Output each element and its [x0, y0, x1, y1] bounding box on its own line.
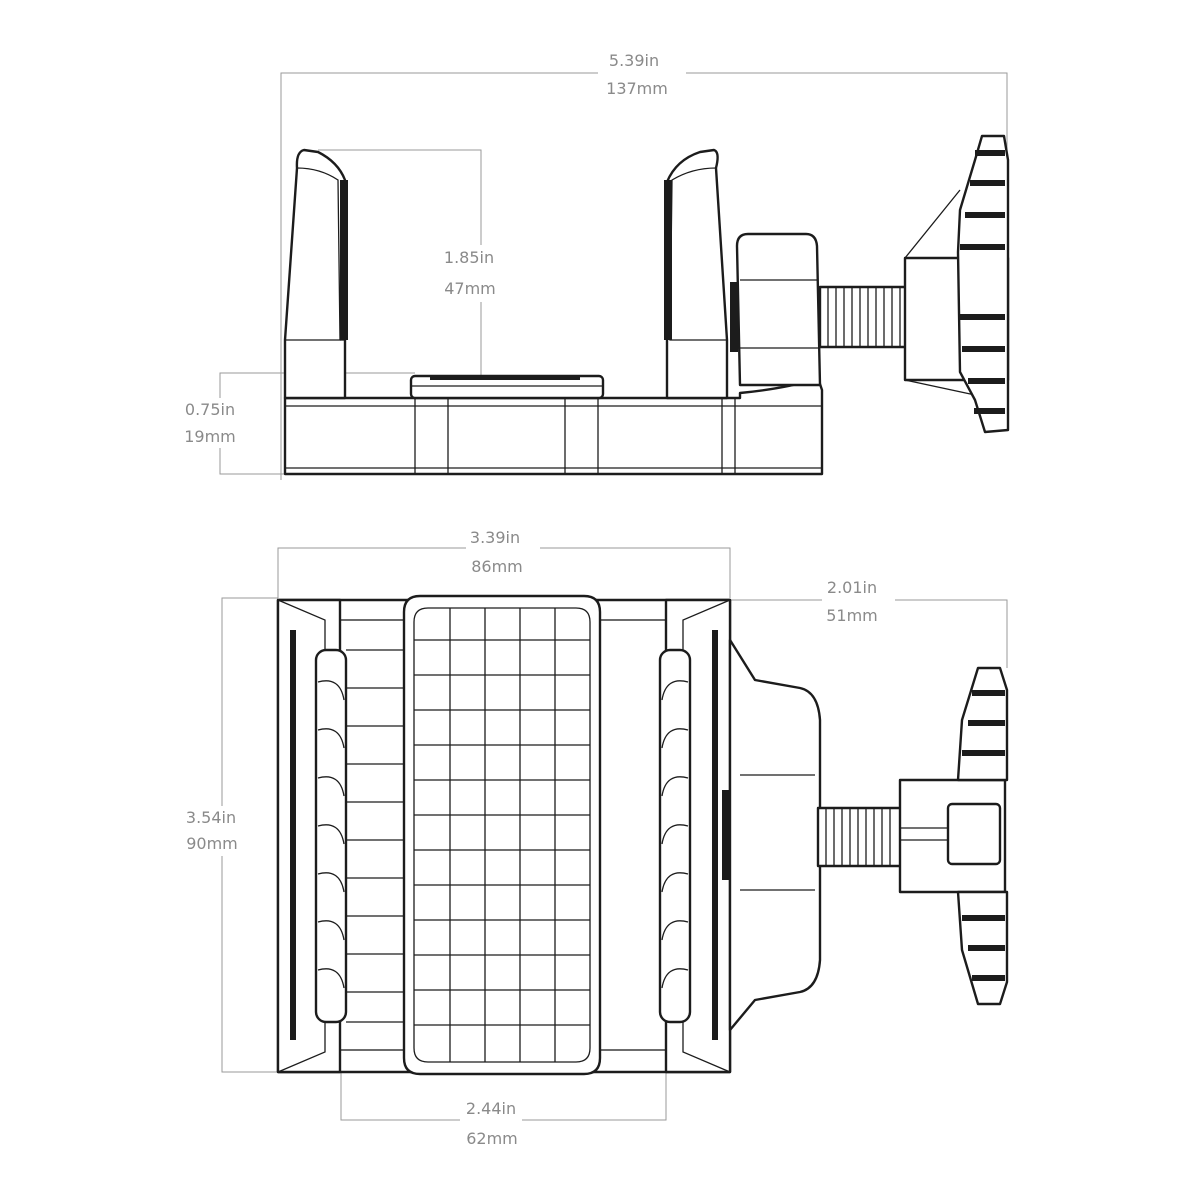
top-grid-pad	[402, 594, 602, 1076]
jaw-opening-in-label: 1.85in	[444, 248, 494, 267]
side-left-jaw	[283, 148, 347, 400]
clamp-depth-in-label: 2.01in	[827, 578, 877, 597]
overall-width-in-label: 5.39in	[609, 51, 659, 70]
overall-width-mm-label: 137mm	[606, 79, 668, 98]
cradle-width-in-label: 3.39in	[470, 528, 520, 547]
grip-width-mm-label: 62mm	[466, 1129, 518, 1148]
top-right-finger-pads	[658, 648, 692, 1024]
dimension-lines	[219, 72, 1008, 1121]
top-left-slats	[346, 649, 405, 1023]
cradle-width-mm-label: 86mm	[471, 557, 523, 576]
top-threaded-rod	[816, 806, 904, 868]
jaw-opening-mm-label: 47mm	[444, 279, 496, 298]
top-clamp-housing	[728, 638, 822, 1032]
side-view	[283, 134, 1010, 476]
side-right-jaw	[665, 148, 729, 400]
side-clamp-housing	[735, 232, 822, 387]
dimension-labels: 5.39in 137mm 1.85in 47mm 0.75in 19mm 3.3…	[184, 51, 878, 1148]
top-view	[276, 594, 1009, 1076]
clamp-depth-mm-label: 51mm	[826, 606, 878, 625]
cradle-depth-in-label: 3.54in	[186, 808, 236, 827]
side-threaded-rod	[818, 285, 908, 349]
base-height-in-label: 0.75in	[185, 400, 235, 419]
cradle-depth-mm-label: 90mm	[186, 834, 238, 853]
base-height-mm-label: 19mm	[184, 427, 236, 446]
top-left-finger-pads	[314, 648, 348, 1024]
side-knob	[956, 134, 1010, 434]
grip-width-in-label: 2.44in	[466, 1099, 516, 1118]
